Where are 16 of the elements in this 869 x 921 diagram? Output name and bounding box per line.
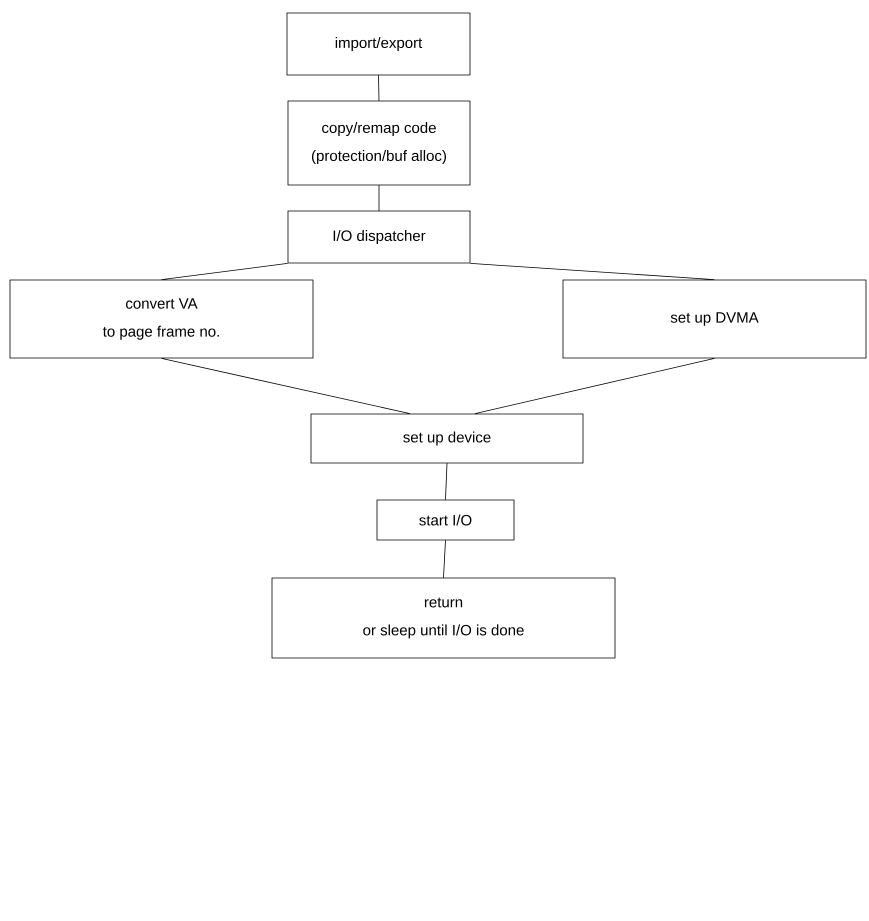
process-box: return or sleep until I/O is done xyxy=(272,578,616,658)
process-box: start I/O xyxy=(376,500,514,540)
process-box: set up DVMA xyxy=(562,280,866,358)
connector-line xyxy=(474,358,715,414)
connector-line xyxy=(445,463,448,500)
connector-line xyxy=(161,263,288,280)
connector-line xyxy=(470,263,715,280)
process-box: copy/remap code (protection/buf alloc) xyxy=(288,100,470,186)
connector-line xyxy=(378,185,380,211)
process-box: convert VA to page frame no. xyxy=(10,280,314,358)
connector-line xyxy=(161,358,410,414)
connector-line xyxy=(443,540,446,578)
connector-line xyxy=(378,75,380,101)
process-box: set up device xyxy=(310,414,584,464)
process-box: I/O dispatcher xyxy=(288,210,470,264)
process-box: import/export xyxy=(286,12,470,76)
